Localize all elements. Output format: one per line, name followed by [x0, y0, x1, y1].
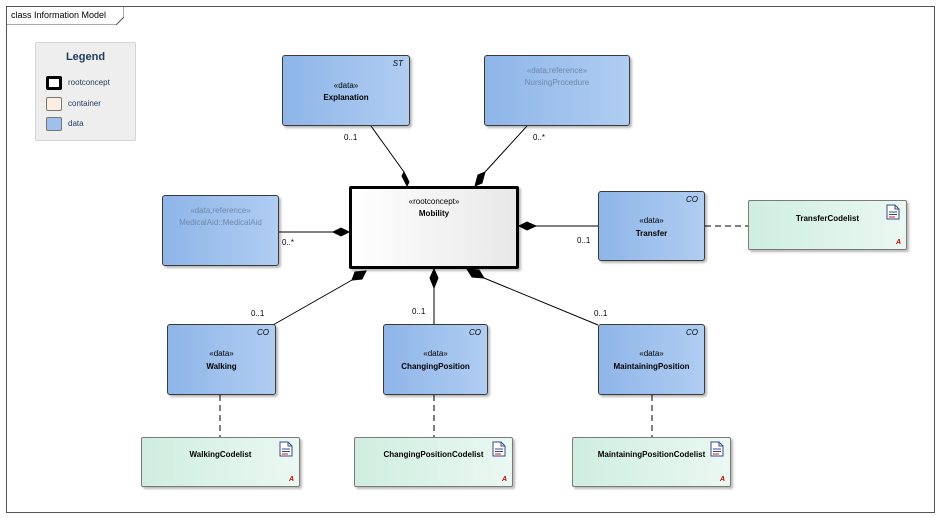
diamond-maintaining: [466, 268, 485, 279]
codelist-maintaining-position[interactable]: MaintainingPositionCodelist A: [572, 437, 731, 487]
diamond-nursing: [474, 171, 486, 187]
type-tag: CO: [469, 328, 481, 337]
class-nursing-procedure[interactable]: «data,reference» NursingProcedure: [484, 55, 630, 126]
class-stereotype: «data»: [423, 349, 448, 358]
multiplicity-changing: 0..1: [412, 307, 426, 316]
legend-title: Legend: [65, 51, 106, 63]
diamond-changing: [429, 267, 439, 290]
codelist-name: WalkingCodelist: [189, 450, 252, 459]
legend: Legend rootconcept container data: [35, 42, 136, 141]
codelist-name: TransferCodelist: [795, 214, 860, 223]
class-name: Mobility: [418, 209, 450, 218]
class-stereotype: «data»: [333, 81, 359, 90]
diagram-frame: [6, 6, 935, 513]
multiplicity-nursing: 0..*: [533, 133, 546, 142]
frame-title: class Information Model: [11, 10, 107, 20]
class-name: MaintainingPosition: [613, 362, 690, 371]
class-stereotype: «data,reference»: [526, 66, 588, 75]
codelist-walking[interactable]: WalkingCodelist A: [141, 437, 300, 487]
class-name: Explanation: [323, 93, 369, 102]
codelist-document-icon: [279, 441, 293, 457]
class-stereotype: «data»: [209, 349, 234, 358]
class-transfer[interactable]: CO «data» Transfer: [598, 191, 705, 261]
codelist-document-icon: [492, 441, 506, 457]
assoc-walking: [272, 279, 353, 326]
container-swatch: [46, 97, 62, 111]
codelist-document-icon: [886, 204, 900, 220]
codelist-document-icon: [710, 441, 724, 457]
diamond-medicalaid: [331, 227, 351, 237]
multiplicity-explanation: 0..1: [344, 133, 358, 142]
type-tag: ST: [392, 59, 403, 68]
type-tag: CO: [686, 328, 698, 337]
class-stereotype: «data»: [639, 349, 664, 358]
codelist-marker: A: [895, 239, 901, 246]
class-explanation[interactable]: ST «data» Explanation: [282, 55, 410, 126]
multiplicity-walking: 0..1: [251, 309, 265, 318]
codelist-marker: A: [501, 476, 507, 483]
multiplicity-maintaining: 0..1: [594, 309, 608, 318]
legend-label: rootconcept: [68, 78, 110, 87]
legend-label: container: [68, 99, 101, 108]
diamond-explanation: [401, 170, 410, 188]
codelist-name: MaintainingPositionCodelist: [597, 450, 706, 459]
rootconcept-swatch: [46, 76, 62, 90]
codelist-transfer[interactable]: TransferCodelist A: [748, 200, 907, 250]
data-swatch: [46, 117, 62, 131]
class-name: ChangingPosition: [401, 362, 470, 371]
type-tag: CO: [686, 195, 698, 204]
class-medical-aid[interactable]: «data,reference» MedicalAid::MedicalAid: [162, 195, 279, 266]
assoc-nursing: [484, 125, 528, 173]
multiplicity-transfer: 0..1: [577, 236, 591, 245]
codelist-marker: A: [288, 476, 294, 483]
codelist-marker: A: [719, 476, 725, 483]
class-mobility[interactable]: «rootconcept» Mobility: [349, 186, 519, 269]
diamond-transfer: [517, 221, 538, 231]
class-name: NursingProcedure: [524, 78, 590, 87]
legend-label: data: [68, 119, 84, 128]
class-maintaining-position[interactable]: CO «data» MaintainingPosition: [598, 324, 705, 395]
class-stereotype: «data»: [639, 216, 664, 225]
multiplicity-medicalaid: 0..*: [282, 238, 295, 247]
class-changing-position[interactable]: CO «data» ChangingPosition: [383, 324, 488, 395]
assoc-explanation: [370, 125, 405, 173]
class-name: MedicalAid::MedicalAid: [179, 218, 262, 227]
frame-title-tab: [6, 6, 124, 25]
class-walking[interactable]: CO «data» Walking: [167, 324, 276, 395]
class-stereotype: «rootconcept»: [408, 197, 460, 206]
class-name: Walking: [206, 362, 237, 371]
class-stereotype: «data,reference»: [190, 206, 251, 215]
codelist-changing-position[interactable]: ChangingPositionCodelist A: [354, 437, 513, 487]
type-tag: CO: [257, 328, 269, 337]
assoc-maintaining: [483, 277, 599, 326]
codelist-name: ChangingPositionCodelist: [383, 450, 484, 459]
diamond-walking: [351, 270, 367, 281]
class-name: Transfer: [635, 229, 668, 238]
